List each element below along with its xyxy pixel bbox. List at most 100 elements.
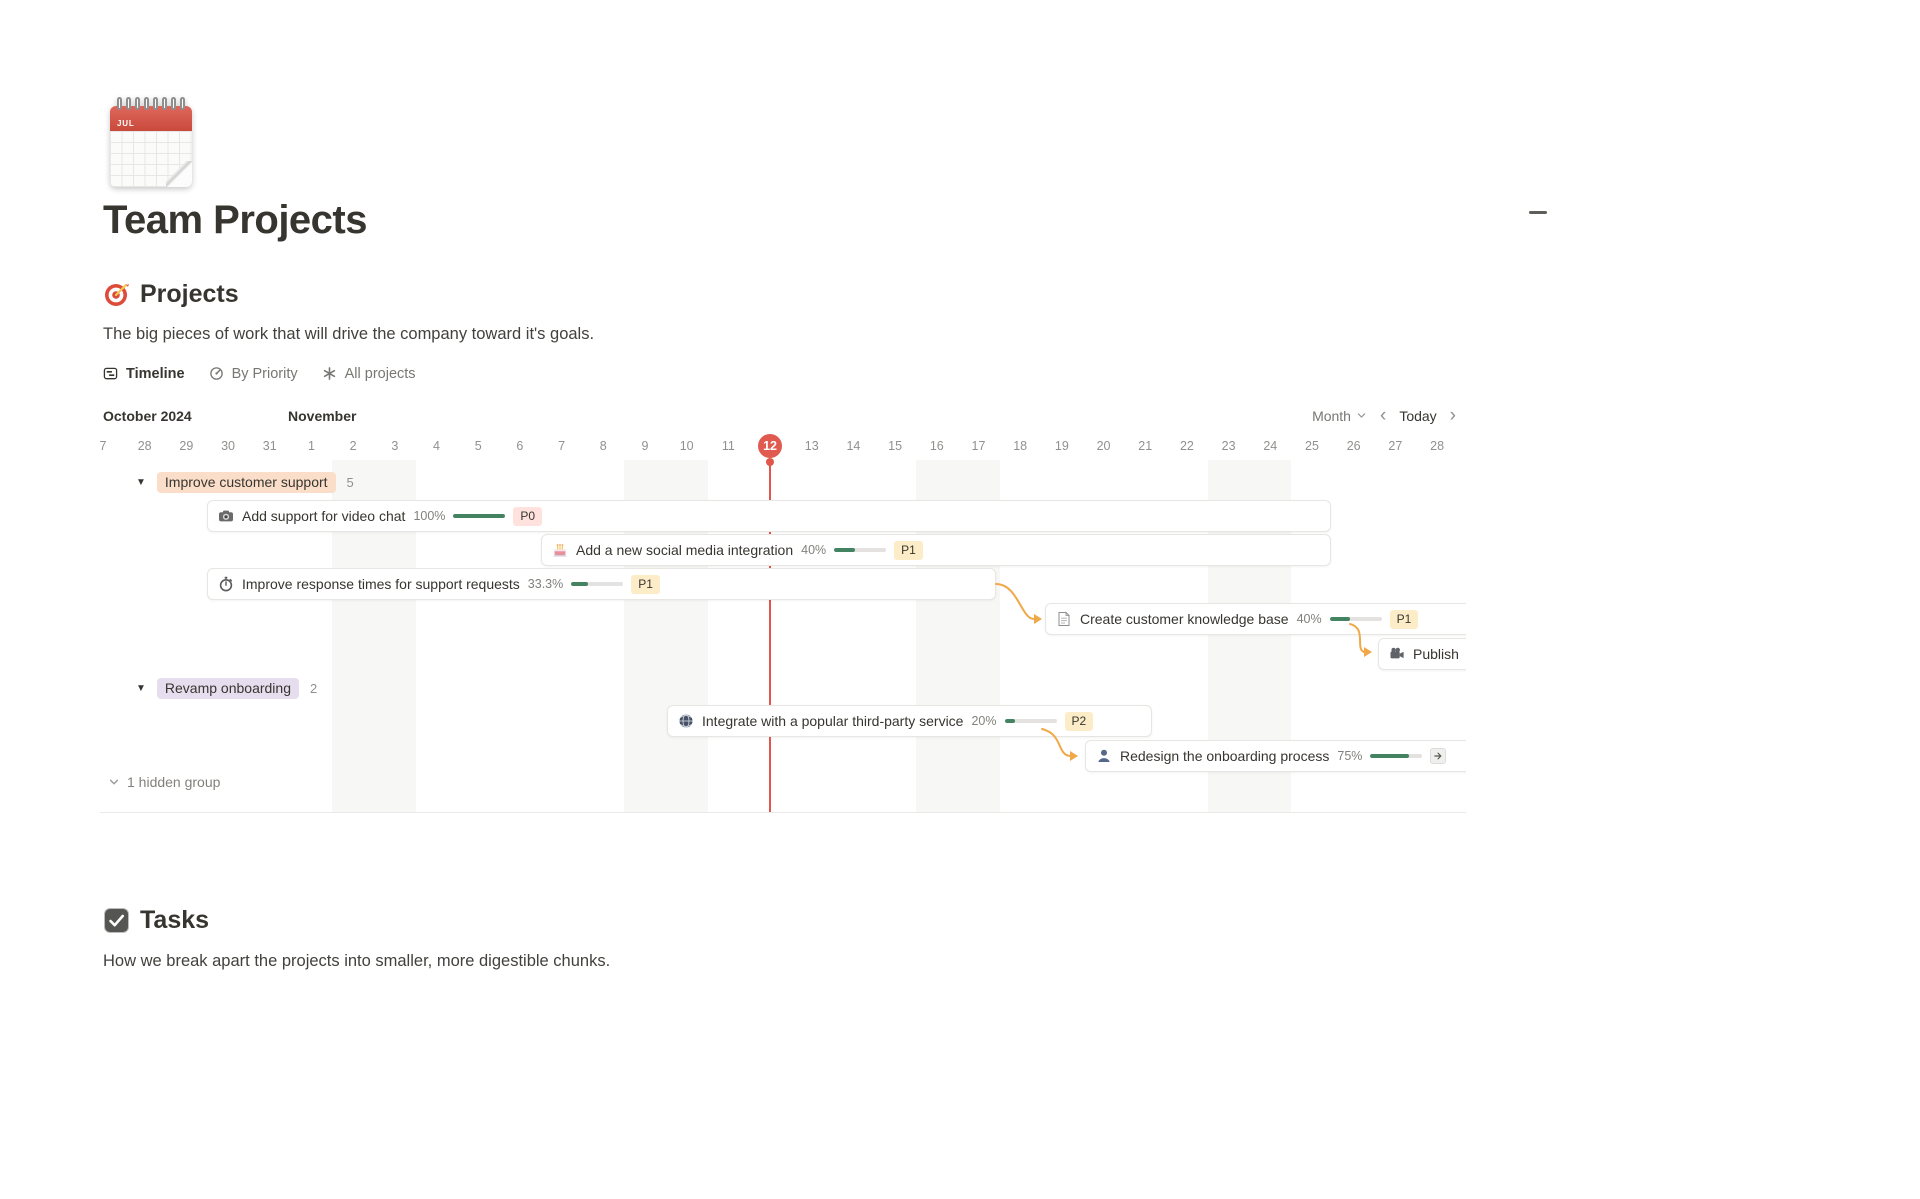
group-toggle-icon[interactable]: ▼ bbox=[136, 682, 146, 694]
cake-icon bbox=[552, 542, 568, 558]
next-period-button[interactable]: › bbox=[1449, 405, 1456, 426]
date-cell: 19 bbox=[1054, 439, 1069, 453]
bar-overflow-arrow-icon[interactable] bbox=[1430, 748, 1447, 764]
tab-label: All projects bbox=[344, 366, 416, 382]
priority-badge: P0 bbox=[513, 506, 543, 526]
date-cell: 22 bbox=[1179, 439, 1194, 453]
tab-all-projects[interactable]: All projects bbox=[322, 366, 416, 382]
timeline-bar-video-chat[interactable]: Add support for video chat 100% P0 bbox=[207, 500, 1331, 532]
prev-period-button[interactable]: ‹ bbox=[1379, 405, 1387, 426]
progress-bar bbox=[1329, 617, 1382, 621]
group-count: 2 bbox=[310, 680, 318, 696]
tab-by-priority[interactable]: By Priority bbox=[209, 366, 298, 382]
bar-label: Create customer knowledge base bbox=[1080, 611, 1289, 627]
calendar-grid bbox=[110, 131, 192, 187]
chevron-down-icon bbox=[109, 779, 119, 785]
calendar-month-label: JUL bbox=[117, 119, 135, 128]
bar-percent: 100% bbox=[413, 509, 446, 523]
zoom-level-label: Month bbox=[1312, 407, 1351, 424]
date-cell: 30 bbox=[221, 439, 236, 453]
bar-percent: 20% bbox=[971, 714, 997, 728]
hidden-group-label: 1 hidden group bbox=[127, 774, 221, 790]
bar-percent: 40% bbox=[1296, 612, 1322, 626]
progress-bar bbox=[453, 514, 506, 518]
asterisk-icon bbox=[322, 366, 338, 382]
priority-badge: P2 bbox=[1064, 711, 1094, 731]
timeline-bar-third-party[interactable]: Integrate with a popular third-party ser… bbox=[667, 705, 1152, 737]
date-cell: 13 bbox=[804, 439, 819, 453]
month-label-october: October 2024 bbox=[103, 408, 192, 424]
tab-timeline[interactable]: Timeline bbox=[103, 366, 185, 382]
date-cell: 7 bbox=[100, 439, 107, 453]
group-name-chip[interactable]: Improve customer support bbox=[156, 471, 336, 493]
date-cell: 24 bbox=[1263, 439, 1278, 453]
date-cell: 10 bbox=[679, 439, 694, 453]
date-cell: 8 bbox=[599, 439, 607, 453]
date-cell: 28 bbox=[1430, 439, 1445, 453]
timeline-bar-response-times[interactable]: Improve response times for support reque… bbox=[207, 568, 996, 600]
date-cell: 20 bbox=[1096, 439, 1111, 453]
date-cell: 9 bbox=[641, 439, 649, 453]
bar-label: Redesign the onboarding process bbox=[1120, 748, 1330, 764]
progress-bar bbox=[1004, 719, 1057, 723]
date-cell: 4 bbox=[433, 439, 440, 453]
person-icon bbox=[1096, 748, 1112, 764]
group-header-improve-customer-support: ▼ Improve customer support 5 bbox=[136, 470, 354, 494]
checkbox-icon bbox=[103, 907, 130, 934]
group-toggle-icon[interactable]: ▼ bbox=[136, 476, 146, 488]
group-name-chip[interactable]: Revamp onboarding bbox=[156, 677, 299, 699]
timeline-bar-social-media[interactable]: Add a new social media integration 40% P… bbox=[541, 534, 1331, 566]
timeline-controls: Month ‹ Today › bbox=[1312, 406, 1456, 425]
tasks-description: How we break apart the projects into sma… bbox=[103, 952, 611, 970]
date-cell: 18 bbox=[1013, 439, 1028, 453]
progress-bar bbox=[571, 582, 624, 586]
bar-label: Improve response times for support reque… bbox=[242, 576, 520, 592]
timeline-bar-redesign-onboarding[interactable]: Redesign the onboarding process 75% bbox=[1085, 740, 1466, 772]
timeline-bar-knowledge-base[interactable]: Create customer knowledge base 40% P1 bbox=[1045, 603, 1466, 635]
date-cell: 16 bbox=[929, 439, 944, 453]
target-icon bbox=[103, 281, 130, 308]
date-cell: 3 bbox=[391, 439, 399, 453]
tasks-section-heading: Tasks bbox=[103, 906, 209, 935]
bar-label: Integrate with a popular third-party ser… bbox=[702, 713, 964, 729]
timeline-view-icon bbox=[103, 366, 119, 382]
collapse-dash-handle[interactable] bbox=[1529, 211, 1547, 214]
date-cell: 6 bbox=[516, 439, 524, 453]
date-cell: 21 bbox=[1138, 439, 1153, 453]
timeline-bar-publish[interactable]: Publish bbox=[1378, 638, 1466, 670]
date-cell: 29 bbox=[179, 439, 194, 453]
calendar-spiral-rings bbox=[117, 97, 185, 111]
bar-label: Publish bbox=[1413, 646, 1459, 662]
priority-badge: P1 bbox=[894, 540, 923, 560]
date-cell: 28 bbox=[137, 439, 152, 453]
date-cell: 5 bbox=[474, 439, 482, 453]
bar-percent: 75% bbox=[1337, 749, 1363, 763]
date-cell: 11 bbox=[721, 439, 735, 453]
zoom-level-select[interactable]: Month bbox=[1312, 408, 1367, 424]
tab-label: Timeline bbox=[126, 366, 185, 382]
group-header-revamp-onboarding: ▼ Revamp onboarding 2 bbox=[136, 676, 317, 700]
projects-section-heading: Projects bbox=[103, 280, 239, 309]
timeline-bottom-border bbox=[100, 812, 1466, 813]
page-title: Team Projects bbox=[103, 198, 368, 242]
date-cell: 1 bbox=[307, 439, 315, 453]
month-label-november: November bbox=[288, 408, 357, 424]
bar-label: Add support for video chat bbox=[242, 508, 406, 524]
projects-title: Projects bbox=[140, 280, 239, 308]
tab-label: By Priority bbox=[231, 366, 298, 382]
date-cell: 23 bbox=[1221, 439, 1236, 453]
today-button[interactable]: Today bbox=[1399, 407, 1437, 424]
chevron-down-icon bbox=[1357, 413, 1366, 418]
priority-gauge-icon bbox=[209, 366, 225, 382]
page-calendar-icon[interactable]: JUL bbox=[110, 97, 192, 187]
hidden-group-toggle[interactable]: 1 hidden group bbox=[108, 774, 220, 790]
date-cell: 27 bbox=[1388, 439, 1403, 453]
progress-bar bbox=[834, 548, 887, 552]
today-marker-line bbox=[766, 458, 773, 812]
bar-percent: 40% bbox=[801, 543, 827, 557]
timeline-view: October 2024 November Month ‹ Today › 7 2… bbox=[100, 400, 1466, 813]
priority-badge: P1 bbox=[631, 574, 660, 594]
bar-label: Add a new social media integration bbox=[576, 542, 794, 558]
